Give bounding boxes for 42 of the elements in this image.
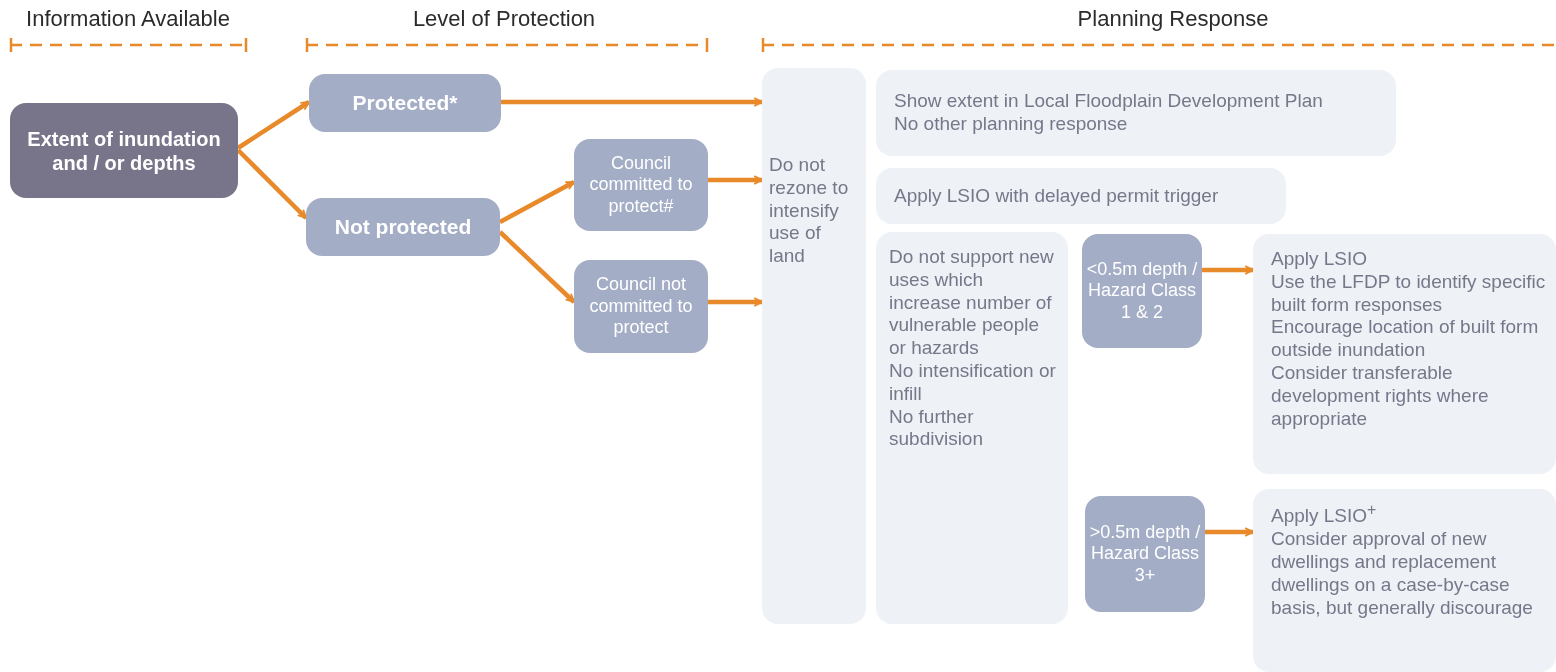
node-text: No other planning response bbox=[894, 113, 1128, 136]
arrow bbox=[236, 100, 311, 150]
node-text: >0.5m depth / Hazard Class 3+ bbox=[1089, 521, 1201, 587]
node-text: Protected* bbox=[352, 90, 458, 116]
node-text: Council committed to protect# bbox=[588, 152, 694, 218]
column-heading: Planning Response bbox=[1077, 6, 1269, 32]
process-box bbox=[306, 198, 500, 256]
node-text: No further subdivision bbox=[889, 405, 984, 452]
process-box bbox=[1082, 234, 1202, 348]
node-text: Consider approval of new dwellings and replacement dwellings on a case-by-case basis, but generally discourage bbox=[1271, 528, 1534, 620]
node-text: Extent of inundation and / or depths bbox=[26, 126, 222, 175]
node-text: Do not support new uses which increase number of vulnerable people or hazards bbox=[889, 246, 1055, 360]
arrow bbox=[1202, 265, 1254, 275]
column-heading: Level of Protection bbox=[412, 6, 596, 32]
node-text: Do not rezone to intensify use of land bbox=[769, 154, 850, 268]
response-box bbox=[1253, 234, 1556, 474]
process-box bbox=[1085, 496, 1205, 612]
arrow bbox=[501, 97, 763, 107]
process-box bbox=[574, 260, 708, 353]
response-box bbox=[762, 68, 866, 624]
node-text: Apply LSIO bbox=[1271, 248, 1368, 271]
process-box bbox=[309, 74, 501, 132]
node-text: Not protected bbox=[334, 214, 472, 240]
node-text: No intensification or infill bbox=[889, 360, 1056, 406]
arrow bbox=[1205, 527, 1254, 537]
node-text: Show extent in Local Floodplain Development Plan bbox=[894, 90, 1323, 113]
process-box bbox=[574, 139, 708, 231]
arrow bbox=[236, 148, 308, 220]
response-box bbox=[1253, 489, 1556, 672]
node-text: Apply LSIO with delayed permit trigger bbox=[894, 184, 1219, 208]
node-text: Encourage location of built form outside inundation bbox=[1271, 316, 1540, 362]
arrow bbox=[498, 230, 576, 304]
process-box bbox=[10, 103, 238, 198]
arrow bbox=[498, 180, 576, 224]
arrow bbox=[708, 297, 763, 307]
column-heading: Information Available bbox=[26, 6, 230, 32]
node-text: Use the LFDP to identify specific built form responses bbox=[1271, 270, 1547, 317]
node-text: Council not committed to protect bbox=[588, 274, 694, 339]
node-text: <0.5m depth / Hazard Class 1 & 2 bbox=[1086, 258, 1198, 324]
arrow bbox=[708, 175, 763, 185]
node-text: Apply LSIO$^{+}$ bbox=[1271, 501, 1377, 529]
node-text: Consider transferable development rights where appropriate bbox=[1271, 362, 1490, 431]
